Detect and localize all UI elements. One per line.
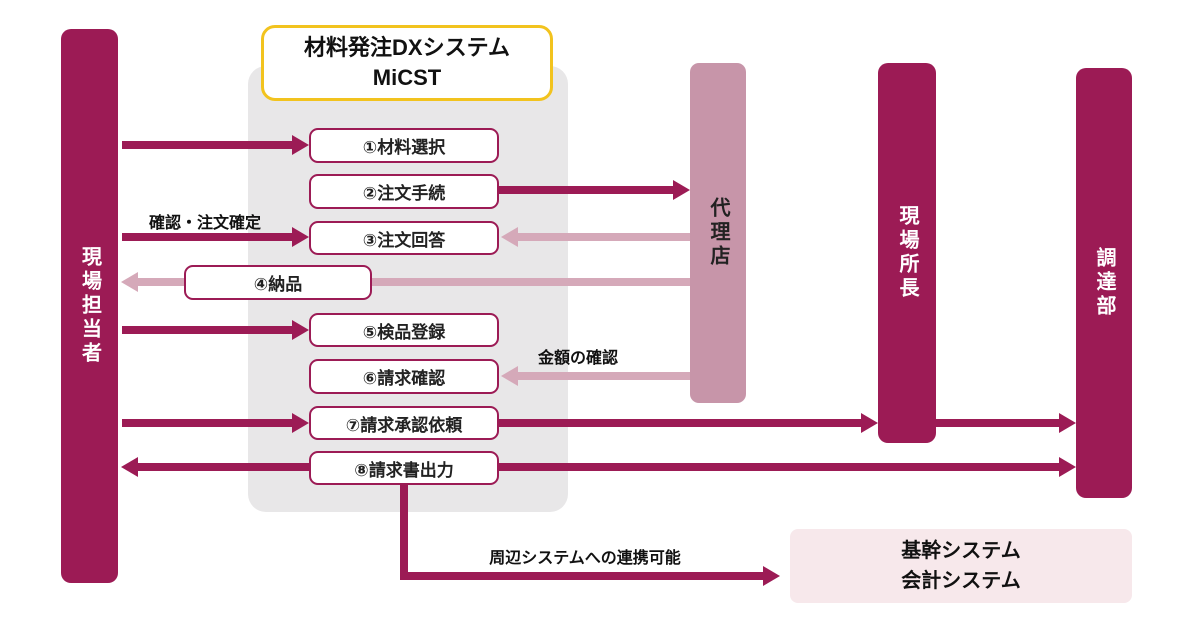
actor-label-site-manager: 現場所長	[896, 205, 918, 301]
arrow-worker-to-step7-shaft	[122, 419, 292, 427]
external-system-line2: 会計システム	[901, 570, 1021, 592]
external-systems-box: 基幹システム 会計システム	[790, 529, 1132, 603]
actor-bar-site-manager: 現場所長	[878, 63, 936, 443]
step-label-3: ③注文回答	[362, 230, 446, 250]
arrow-sitemanager-to-procurement-shaft	[936, 419, 1059, 427]
step-label-5: ⑤検品登録	[362, 322, 446, 342]
step-box-8: ⑧請求書出力	[309, 451, 499, 485]
system-title-line2: MiCST	[372, 65, 442, 90]
arrow-to-external-head-icon	[763, 566, 780, 586]
label-external-link: 周辺システムへの連携可能	[489, 550, 681, 567]
system-title-box: 材料発注DXシステム MiCST	[261, 25, 553, 101]
arrow-worker-to-step7-head-icon	[292, 413, 309, 433]
arrow-agency-to-step3-shaft	[518, 233, 690, 241]
connector-step4-to-agency-shaft	[372, 278, 690, 286]
arrow-worker-to-step5-head-icon	[292, 320, 309, 340]
label-confirm-order: 確認・注文確定	[148, 215, 261, 232]
label-amount-check: 金額の確認	[537, 350, 618, 367]
arrow-agency-to-step6-head-icon	[501, 366, 518, 386]
actor-bar-agency: 代理店	[690, 63, 746, 403]
arrow-step8-to-procurement-head-icon	[1059, 457, 1076, 477]
step-label-7: ⑦請求承認依頼	[345, 415, 463, 435]
step-box-2: ②注文手続	[309, 174, 499, 209]
actor-bar-procurement: 調達部	[1076, 68, 1132, 498]
step-label-1: ①材料選択	[362, 138, 446, 157]
actor-label-agency: 代理店	[707, 197, 729, 269]
arrow-worker-to-step3-shaft	[122, 233, 292, 241]
connector-step8-down-shaft	[400, 485, 408, 580]
arrow-step2-to-agency-head-icon	[673, 180, 690, 200]
arrow-step4-to-worker-head-icon	[121, 272, 138, 292]
arrow-step8-to-worker-shaft	[138, 463, 309, 471]
step-box-5: ⑤検品登録	[309, 313, 499, 347]
arrow-worker-to-step1-head-icon	[292, 135, 309, 155]
arrow-worker-to-step3-head-icon	[292, 227, 309, 247]
arrow-worker-to-step5-shaft	[122, 326, 292, 334]
step-label-2: ②注文手続	[362, 184, 446, 203]
step-box-7: ⑦請求承認依頼	[309, 406, 499, 440]
arrow-step4-to-worker-shaft	[138, 278, 184, 286]
arrow-worker-to-step1-shaft	[122, 141, 292, 149]
arrow-step7-to-sitemanager-shaft	[499, 419, 861, 427]
arrow-to-external-shaft	[400, 572, 763, 580]
external-system-line1: 基幹システム	[901, 540, 1021, 562]
arrow-step8-to-procurement-shaft	[499, 463, 1059, 471]
arrow-agency-to-step3-head-icon	[501, 227, 518, 247]
step-label-4: ④納品	[253, 275, 303, 294]
step-box-3: ③注文回答	[309, 221, 499, 255]
step-box-6: ⑥請求確認	[309, 359, 499, 394]
step-label-8: ⑧請求書出力	[354, 460, 454, 480]
arrow-step8-to-worker-head-icon	[121, 457, 138, 477]
step-box-4: ④納品	[184, 265, 372, 300]
arrow-agency-to-step6-shaft	[518, 372, 690, 380]
arrow-step7-to-sitemanager-head-icon	[861, 413, 878, 433]
arrow-step2-to-agency-shaft	[499, 186, 673, 194]
actor-label-procurement: 調達部	[1093, 247, 1115, 319]
step-label-6: ⑥請求確認	[362, 369, 446, 388]
step-box-1: ①材料選択	[309, 128, 499, 163]
system-title-line1: 材料発注DXシステム	[304, 35, 510, 61]
actor-bar-worker: 現場担当者	[61, 29, 118, 583]
arrow-sitemanager-to-procurement-head-icon	[1059, 413, 1076, 433]
actor-label-worker: 現場担当者	[78, 246, 101, 366]
